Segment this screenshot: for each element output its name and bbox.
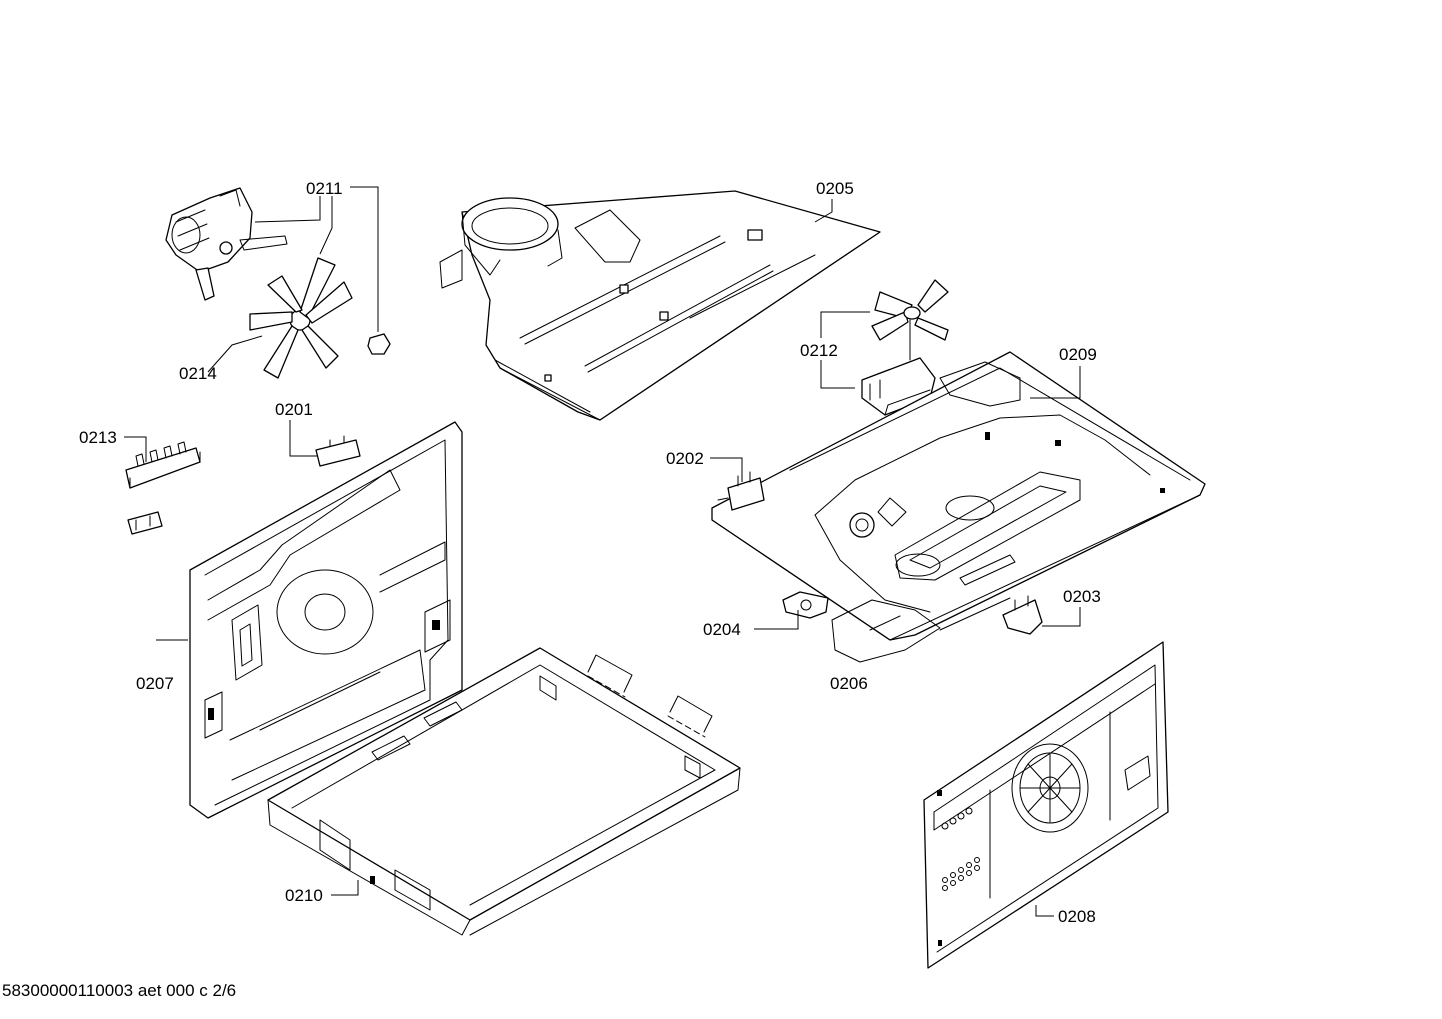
callout-labels: 0211 0205 0212 0209 0214 0201 0213 0202 … — [79, 179, 1101, 926]
leader-0202 — [710, 457, 743, 482]
callout-0205: 0205 — [816, 179, 854, 198]
callout-0210: 0210 — [285, 886, 323, 905]
leader-0201 — [289, 420, 318, 457]
part-0210-bottom-tray — [267, 647, 741, 936]
part-0214-fan-wheel — [249, 257, 353, 379]
part-0211-nut — [367, 333, 391, 355]
callout-0204: 0204 — [703, 620, 741, 639]
callout-0207: 0207 — [136, 674, 174, 693]
part-0209-roof-plate — [711, 351, 1206, 663]
callout-0209: 0209 — [1059, 345, 1097, 364]
part-0213-terminal-block — [125, 441, 201, 489]
part-0201-switch — [315, 435, 361, 467]
part-0207-rear-panel — [189, 421, 463, 819]
leader-0210 — [331, 880, 359, 896]
part-0202-thermostat — [717, 471, 765, 511]
leader-0213 — [124, 436, 147, 462]
callout-0212: 0212 — [800, 341, 838, 360]
leader-0203 — [1042, 607, 1081, 627]
leader-0204 — [754, 610, 799, 630]
leader-0209 — [1030, 366, 1081, 399]
callout-0208: 0208 — [1058, 907, 1096, 926]
callout-0206: 0206 — [830, 674, 868, 693]
callout-0214: 0214 — [179, 364, 217, 383]
part-0204-bracket — [782, 591, 829, 619]
leader-0205 — [814, 199, 833, 223]
callout-0213: 0213 — [79, 428, 117, 447]
leader-0208 — [1035, 905, 1054, 917]
document-code: 58300000110003 aet 000 c 2/6 — [2, 981, 237, 1000]
part-0205-air-duct — [439, 190, 881, 421]
leader-0214 — [207, 335, 263, 373]
callout-0211: 0211 — [306, 179, 343, 198]
callout-0201: 0201 — [275, 400, 313, 419]
part-0208-front-panel — [923, 641, 1169, 969]
part-0211-fan-motor — [165, 187, 288, 301]
leader-lines — [124, 186, 1081, 917]
leader-0212 — [820, 311, 870, 389]
callout-0202: 0202 — [666, 449, 704, 468]
part-small-clip — [127, 511, 163, 535]
callout-0203: 0203 — [1063, 587, 1101, 606]
leader-0211 — [254, 186, 379, 332]
part-0203-switch — [1002, 595, 1043, 635]
